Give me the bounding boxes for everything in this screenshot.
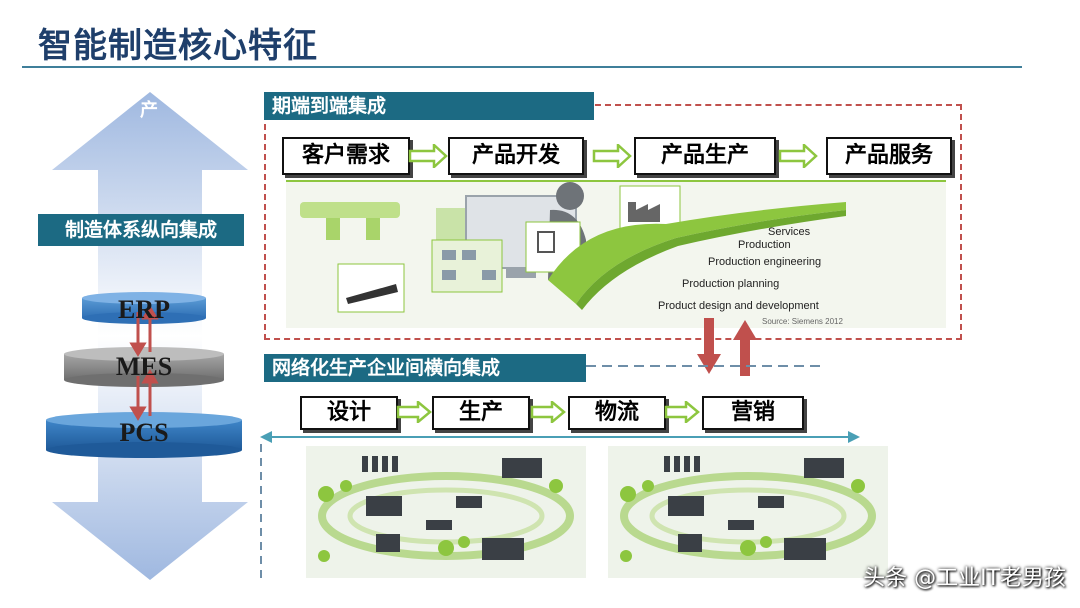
- horizontal-step-3: 物流: [568, 396, 666, 430]
- factory-network-illustration-left: [306, 446, 586, 578]
- illustration-label-services: Services: [768, 226, 811, 238]
- pcs-disc: [46, 412, 242, 458]
- horizontal-step-1: 设计: [300, 396, 398, 430]
- lifecycle-ribbon: [548, 202, 846, 304]
- connector-icon: [300, 202, 400, 240]
- layer-exchange-arrows: [129, 305, 159, 421]
- layer-label-erp: ERP: [118, 295, 170, 324]
- flow-arrow-icon: [396, 401, 432, 423]
- vertical-integration-banner: 制造体系纵向集成: [38, 214, 244, 246]
- lifecycle-step-3: 产品生产: [634, 137, 776, 175]
- illustration-label-production: Production: [738, 239, 791, 251]
- flow-arrow-icon: [664, 401, 700, 423]
- layer-stack: [46, 292, 242, 458]
- layer-label-pcs: PCS: [119, 418, 169, 447]
- lifecycle-dashed-frame: [264, 104, 962, 340]
- illustration-label-production-engineering: Production engineering: [708, 256, 822, 268]
- page-title: 智能制造核心特征: [38, 26, 318, 66]
- horizontal-double-arrow: [260, 431, 860, 443]
- flow-arrow-icon: [530, 401, 566, 423]
- illustration-label-product-design: Product design and development: [658, 300, 819, 312]
- lifecycle-step-4: 产品服务: [826, 137, 952, 175]
- lifecycle-step-2: 产品开发: [448, 137, 584, 175]
- illustration-source: Source: Siemens 2012: [762, 317, 843, 326]
- lifecycle-step-1: 客户需求: [282, 137, 410, 175]
- left-dashed-edge: [260, 444, 262, 580]
- illustration-label-production-planning: Production planning: [682, 278, 780, 290]
- flow-arrow-icon: [778, 144, 818, 168]
- lifecycle-banner: 期端到端集成: [264, 92, 594, 120]
- flow-arrow-icon: [408, 144, 448, 168]
- lifecycle-illustration: [286, 180, 946, 328]
- layer-label-mes: MES: [115, 352, 173, 381]
- erp-disc: [82, 292, 206, 324]
- horizontal-dashed-line: [586, 365, 826, 367]
- horizontal-step-2: 生产: [432, 396, 530, 430]
- banner-partial-char: 产: [140, 100, 158, 121]
- title-divider: [22, 66, 1022, 68]
- watermark: 头条 @工业IT老男孩: [863, 566, 1066, 591]
- horizontal-step-4: 营销: [702, 396, 804, 430]
- factory-network-illustration-right: [608, 446, 888, 578]
- flow-arrow-icon: [592, 144, 632, 168]
- integration-exchange-arrows: [697, 318, 757, 376]
- horizontal-integration-banner: 网络化生产企业间横向集成: [264, 354, 586, 382]
